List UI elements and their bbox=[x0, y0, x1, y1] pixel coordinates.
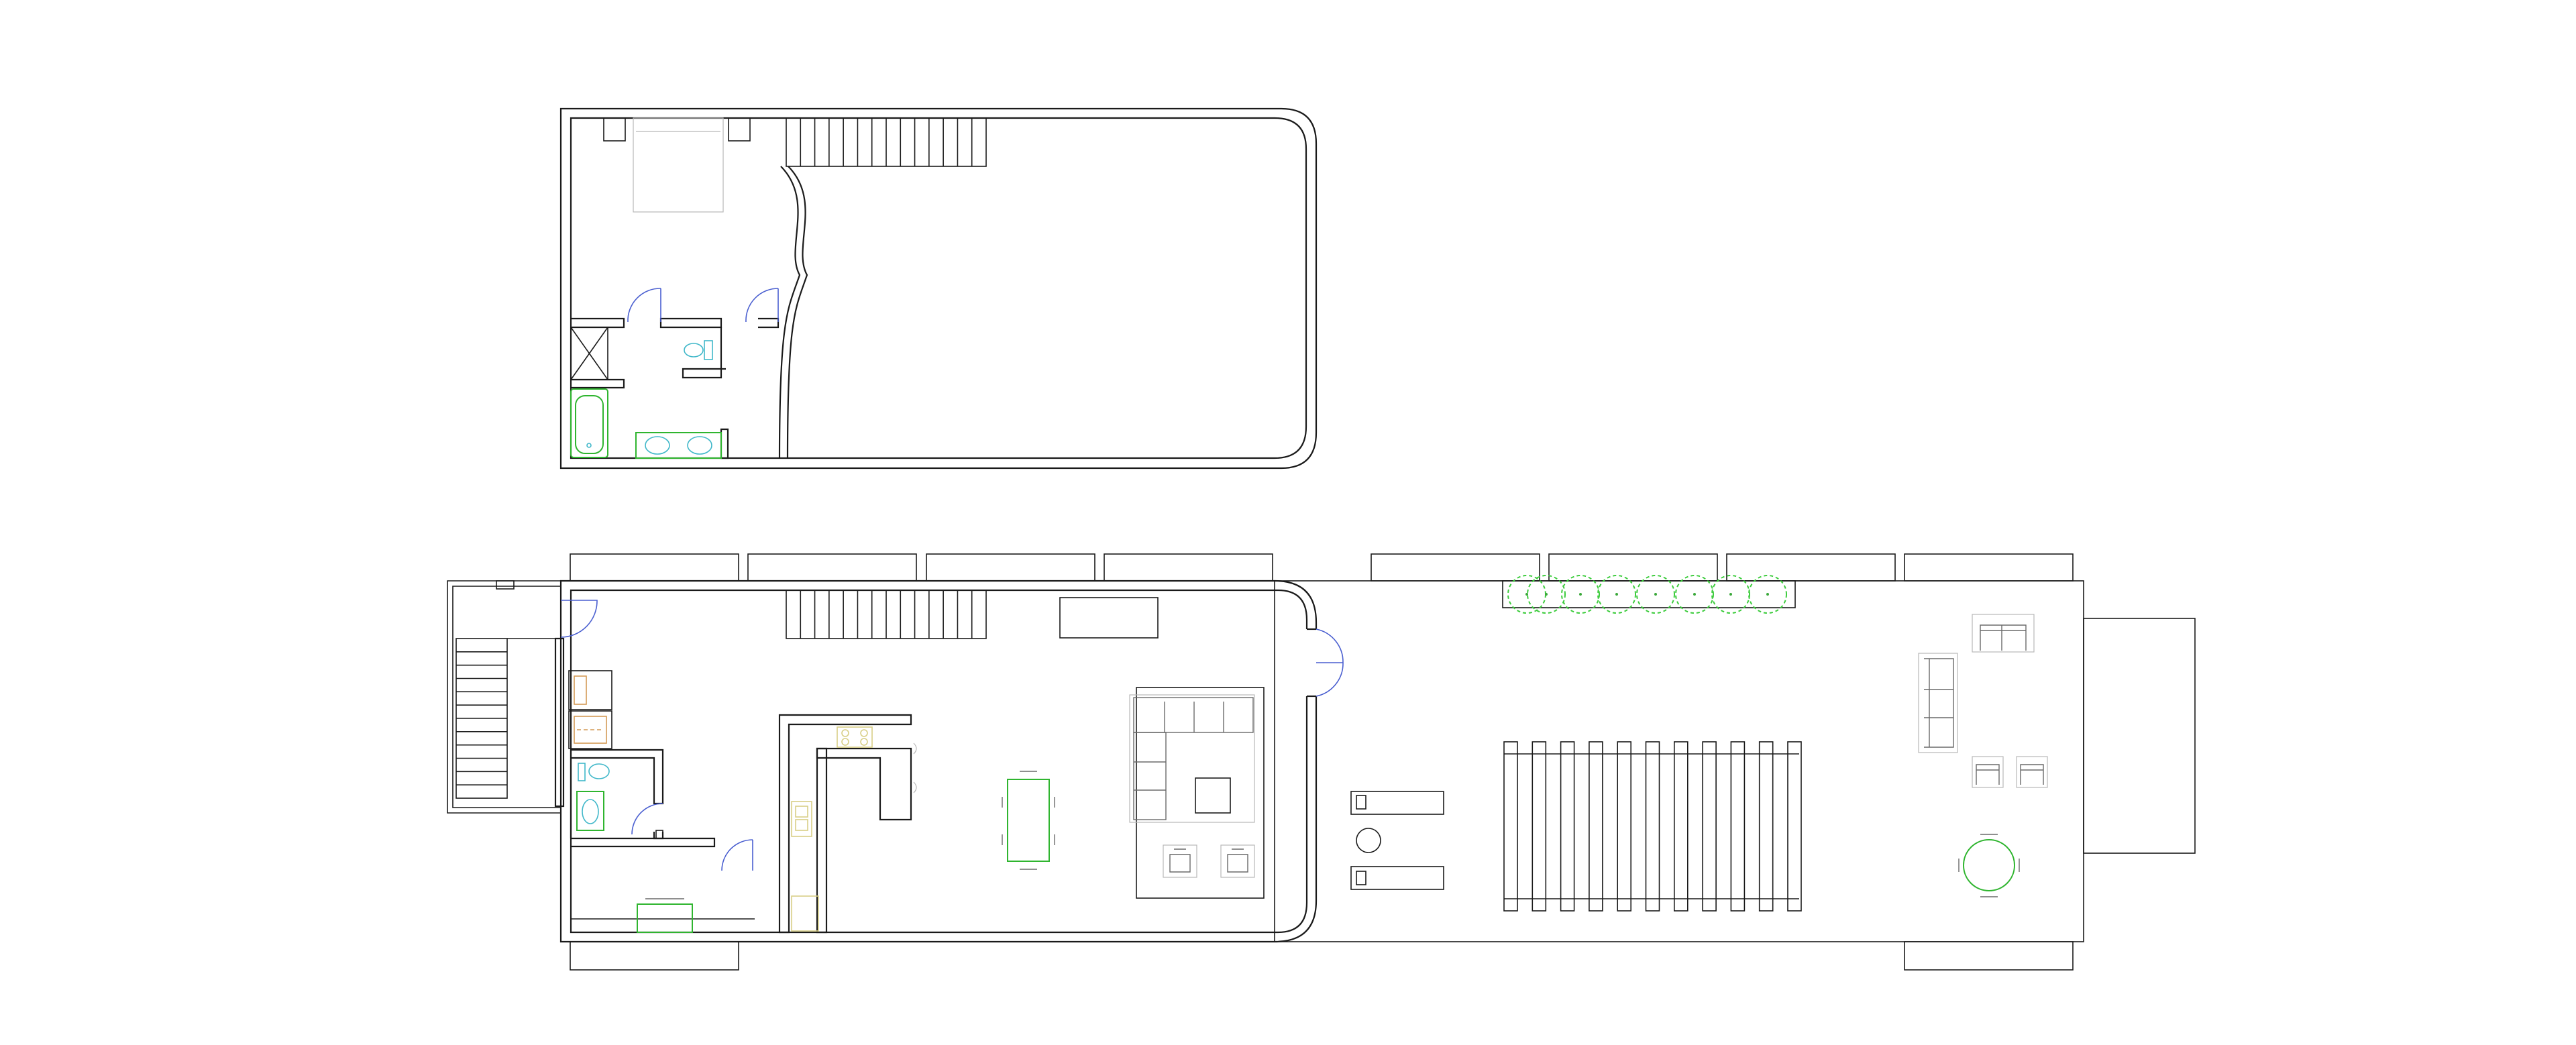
dining-table bbox=[1002, 771, 1055, 870]
outdoor-stool-right bbox=[2016, 756, 2048, 788]
ground-floor-inner-wall bbox=[570, 589, 1308, 934]
outdoor-stool-left bbox=[1972, 756, 2004, 788]
french-doors bbox=[1316, 628, 1344, 697]
upper-floor-outer-wall bbox=[559, 107, 1318, 470]
tree-canopy bbox=[1675, 575, 1714, 614]
tree-trunk bbox=[1579, 593, 1582, 596]
tree-planter bbox=[1502, 575, 1796, 614]
tree-trunk bbox=[1545, 593, 1548, 596]
pergola-slat bbox=[1503, 741, 1518, 912]
tree-canopy bbox=[1597, 575, 1636, 614]
terrace-outline bbox=[1274, 580, 2084, 942]
tree-trunk bbox=[1654, 593, 1657, 596]
outdoor-lounge bbox=[1918, 614, 2048, 897]
tree-trunk bbox=[1766, 593, 1769, 596]
upper-floor-bed bbox=[603, 117, 751, 213]
kitchen-sink bbox=[791, 801, 812, 837]
upper-floor-inner-wall bbox=[570, 117, 1307, 459]
upper-floor-staircase bbox=[786, 117, 987, 167]
pergola-slat bbox=[1787, 741, 1802, 912]
outdoor-armchair-top bbox=[1972, 614, 2035, 653]
armchair-left bbox=[1163, 844, 1197, 878]
tree-canopy bbox=[1561, 575, 1600, 614]
tree-canopy bbox=[1636, 575, 1675, 614]
pergola-slat bbox=[1730, 741, 1746, 912]
tv-cabinet bbox=[1059, 597, 1159, 639]
pergola-slat bbox=[1617, 741, 1631, 912]
pergola bbox=[1503, 741, 1802, 912]
tree-canopy bbox=[1527, 575, 1566, 614]
pergola-slat bbox=[1702, 741, 1717, 912]
terrace-extension bbox=[2083, 618, 2196, 854]
tree-canopy bbox=[1711, 575, 1750, 614]
ground-floor-outer-wall bbox=[559, 580, 1318, 943]
ground-floor-plan bbox=[447, 553, 2196, 971]
terrace-side-table bbox=[1356, 828, 1381, 853]
pergola-slat bbox=[1758, 741, 1774, 912]
ground-floor-staircase bbox=[786, 590, 987, 639]
tree-trunk bbox=[1729, 593, 1732, 596]
upper-floor-curved-partition bbox=[778, 166, 801, 459]
pergola-slat bbox=[1560, 741, 1575, 912]
laundry-appliances bbox=[568, 670, 612, 749]
outdoor-round-table bbox=[1958, 834, 2020, 897]
fridge bbox=[791, 895, 819, 932]
kitchen bbox=[778, 714, 917, 934]
tree-trunk bbox=[1615, 593, 1618, 596]
outdoor-sofa bbox=[1918, 653, 1958, 753]
side-staircase bbox=[447, 580, 561, 814]
pergola-slat bbox=[1645, 741, 1660, 912]
living-rug bbox=[1136, 687, 1265, 899]
pergola-slat bbox=[1589, 741, 1603, 912]
armchair-right bbox=[1220, 844, 1255, 878]
coffee-table bbox=[1195, 777, 1231, 814]
upper-floor-plan bbox=[559, 107, 1318, 470]
top-planters bbox=[570, 553, 2074, 582]
pergola-slat bbox=[1674, 741, 1688, 912]
tree-trunk bbox=[1693, 593, 1696, 596]
upper-floor-bathroom bbox=[570, 288, 780, 459]
tree-canopy bbox=[1748, 575, 1787, 614]
pergola-slat bbox=[1532, 741, 1547, 912]
cooktop bbox=[837, 726, 873, 748]
tree-trunk bbox=[1525, 593, 1528, 596]
ground-floor-bathroom bbox=[570, 749, 753, 871]
living-area bbox=[1129, 687, 1265, 899]
entry-door bbox=[560, 600, 598, 638]
sectional-sofa bbox=[1129, 694, 1255, 823]
bottom-planters bbox=[570, 941, 2074, 971]
desk bbox=[571, 898, 755, 933]
terrace-loungers bbox=[1350, 791, 1444, 890]
